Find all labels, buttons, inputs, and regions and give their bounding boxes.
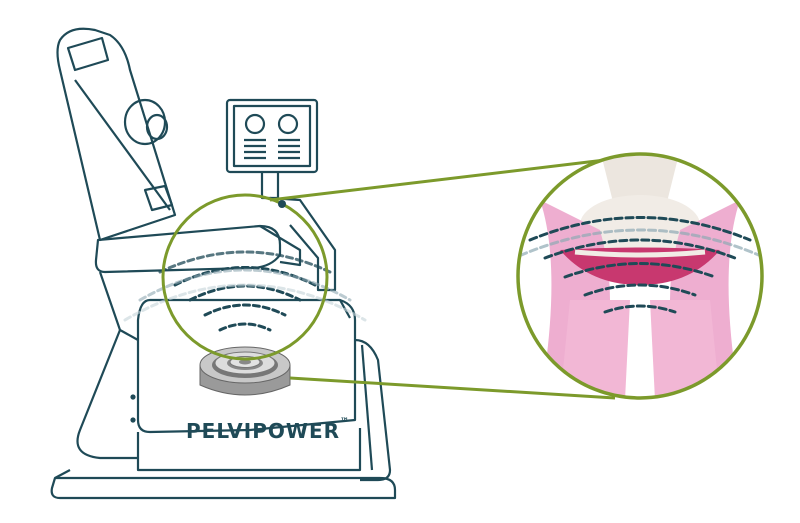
magnetic-waves-zoom <box>518 216 762 314</box>
magnetic-waves-chair <box>123 250 367 332</box>
brand-name: PELVIPOWER <box>186 419 341 443</box>
focus-circle <box>161 193 329 361</box>
trademark-symbol: ™ <box>340 417 351 427</box>
magnified-pelvic-floor <box>518 154 762 398</box>
chair-outline <box>50 27 397 500</box>
brand-logo-icon <box>278 200 286 208</box>
brand-label: PELVIPOWER™ <box>186 417 351 443</box>
magnified-view-border <box>516 152 764 400</box>
zoom-connector <box>161 158 616 400</box>
